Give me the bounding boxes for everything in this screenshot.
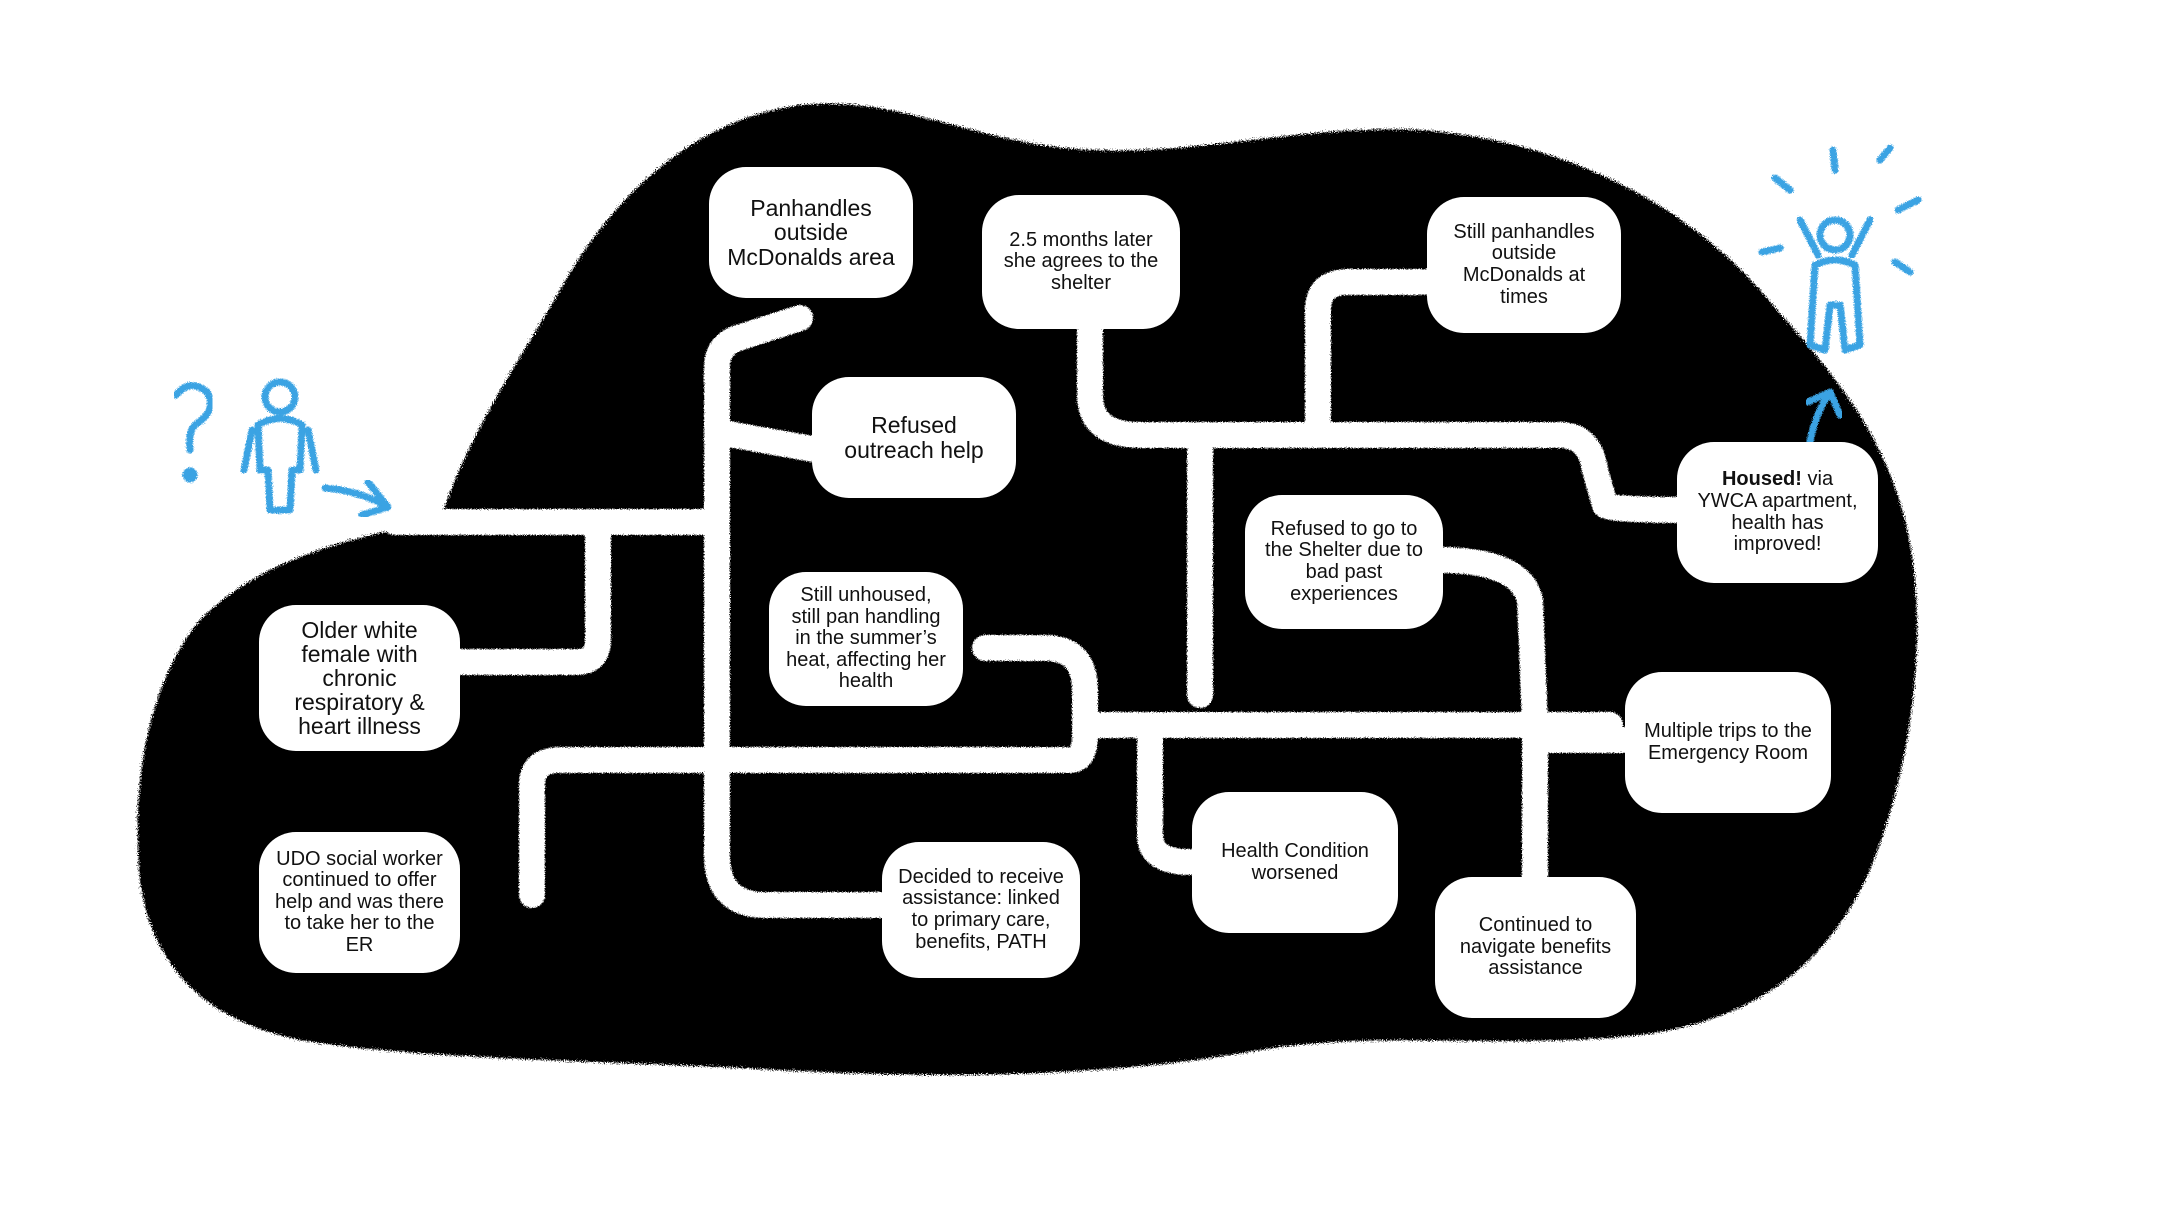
arrow-right-icon xyxy=(325,482,388,515)
question-mark-icon xyxy=(176,386,211,479)
node-panhandles-mcdonalds: Panhandles outside McDonalds area xyxy=(712,170,910,295)
person-icon xyxy=(244,382,316,510)
node-text-housed: Housed! via YWCA apartment, health has i… xyxy=(1692,469,1863,555)
node-text: UDO social worker continued to offer hel… xyxy=(274,849,445,957)
node-udo-social-worker: UDO social worker continued to offer hel… xyxy=(262,835,457,970)
node-emergency-room: Multiple trips to the Emergency Room xyxy=(1628,675,1828,810)
node-still-panhandles: Still panhandles outside McDonalds at ti… xyxy=(1430,200,1618,330)
node-health-worsened: Health Condition worsened xyxy=(1195,795,1395,930)
node-text: 2.5 months later she agrees to the shelt… xyxy=(997,230,1165,295)
node-text: Multiple trips to the Emergency Room xyxy=(1640,721,1816,764)
housed-bold-label: Housed! xyxy=(1722,468,1802,490)
node-agrees-shelter: 2.5 months later she agrees to the shelt… xyxy=(985,198,1177,326)
node-text: Refused outreach help xyxy=(827,413,1001,461)
node-refused-outreach: Refused outreach help xyxy=(815,380,1013,495)
sparkle-lines xyxy=(1762,148,1918,272)
node-still-unhoused: Still unhoused, still pan handling in th… xyxy=(772,575,960,703)
node-refused-shelter: Refused to go to the Shelter due to bad … xyxy=(1248,498,1440,626)
node-housed: Housed! via YWCA apartment, health has i… xyxy=(1680,445,1875,580)
node-text: Still panhandles outside McDonalds at ti… xyxy=(1442,222,1606,308)
node-text: Panhandles outside McDonalds area xyxy=(724,196,898,268)
node-text: Refused to go to the Shelter due to bad … xyxy=(1260,519,1428,605)
node-older-white-female: Older white female with chronic respirat… xyxy=(262,608,457,748)
node-text: Health Condition worsened xyxy=(1207,841,1383,884)
node-decided-assistance: Decided to receive assistance: linked to… xyxy=(885,845,1077,975)
celebrating-person-icon xyxy=(1800,220,1870,350)
node-text: Older white female with chronic respirat… xyxy=(274,618,445,739)
node-text: Still unhoused, still pan handling in th… xyxy=(784,585,948,693)
node-navigate-benefits: Continued to navigate benefits assistanc… xyxy=(1438,880,1633,1015)
node-text: Decided to receive assistance: linked to… xyxy=(897,867,1065,953)
node-text: Continued to navigate benefits assistanc… xyxy=(1450,915,1621,980)
